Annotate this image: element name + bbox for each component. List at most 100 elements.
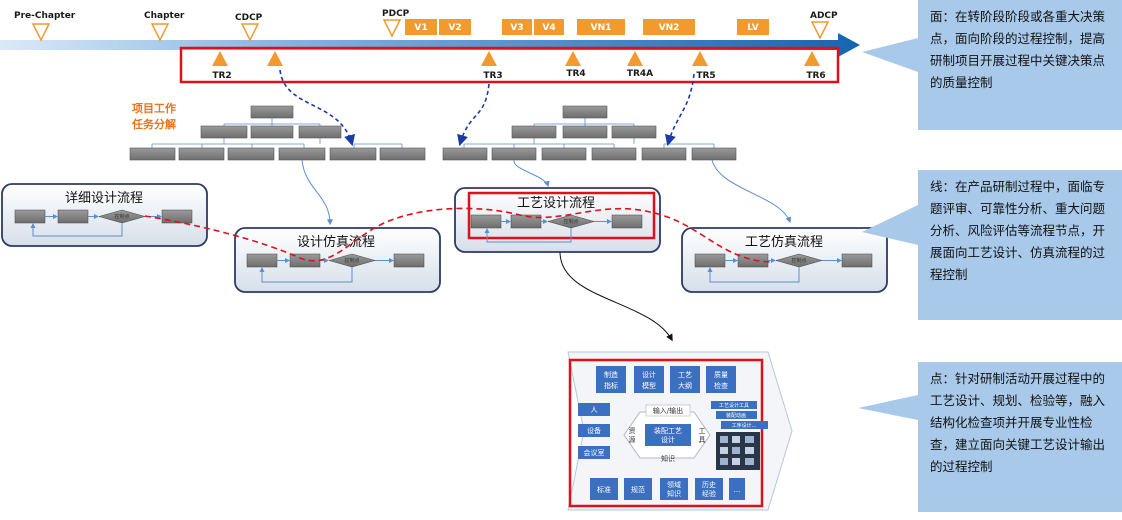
wbs-tree-right: [442, 105, 737, 161]
process-design-sim: 设计仿真流程 控制点: [234, 227, 441, 293]
control-point-label: 控制点: [344, 257, 359, 264]
tr-gate-tr4: TR4: [565, 51, 586, 79]
tr-gate-tr4a: TR4A: [627, 51, 653, 79]
detail-bottom-item: 规范: [624, 478, 652, 500]
cell-text: 检查: [714, 381, 728, 390]
callout-line-shape: [862, 170, 1122, 320]
process-craft-sim: 工艺仿真流程 控制点: [681, 227, 888, 293]
tr-gate-row: TR2 TR3 TR4 TR4A TR5 TR6: [179, 46, 840, 84]
cell-text: 质量: [714, 370, 728, 379]
process-title: 工艺设计流程: [517, 196, 595, 211]
detail-bottom-item: ...: [729, 478, 745, 500]
tr-gate-tr6: TR6: [804, 51, 826, 81]
milestone-pre-chapter: Pre-Chapter: [14, 11, 76, 42]
cell-text: 领域: [667, 480, 681, 489]
detail-right-col: 工艺设计工具 装配动画 工序设计...: [711, 401, 768, 470]
milestone-label: PDCP: [382, 9, 410, 19]
process-title: 设计仿真流程: [297, 235, 375, 250]
cell-text: 设计: [642, 370, 656, 379]
process-detail-design: 详细设计流程 控制点: [1, 183, 208, 247]
version-tag-v2: V2: [439, 19, 471, 35]
cell-text: 制造: [604, 370, 618, 379]
timeline: Pre-Chapter Chapter CDCP PDCP ADCP V1 V2…: [0, 9, 860, 57]
center-label: 设计: [661, 435, 675, 444]
cell-text: 设备: [587, 426, 601, 435]
version-tag-vn1: VN1: [577, 19, 625, 35]
knowledge-label: 知识: [661, 454, 675, 463]
control-point-label: 控制点: [563, 218, 578, 225]
detail-left-col: 人 设备 会议室: [578, 403, 610, 459]
cell-text: 大纲: [678, 381, 692, 390]
version-tag-lv: LV: [737, 19, 769, 35]
control-point-label: 控制点: [791, 257, 806, 264]
version-label: V1: [414, 23, 427, 33]
detail-bottom-item: 标准: [590, 478, 618, 500]
callout-point: 点：针对研制活动开展过程中的工艺设计、规划、检验等，融入结构化检查项并开展专业性…: [930, 371, 1106, 474]
tool-item: 工序设计...: [732, 422, 757, 429]
detail-left-item: 设备: [578, 424, 610, 437]
cell-text: 标准: [597, 485, 611, 494]
version-label: V3: [510, 23, 523, 33]
craft-design-highlight: [467, 191, 656, 240]
tr-gate-tr3: TR3: [481, 51, 503, 81]
version-label: V4: [542, 23, 555, 33]
version-tag-vn2: VN2: [643, 19, 695, 35]
callout-point-shape: [858, 362, 1122, 512]
zoom-arrow: [559, 251, 673, 342]
wbs-to-process-arrows: [301, 159, 792, 226]
version-tag-v1: V1: [405, 19, 437, 35]
tr-to-wbs-arrows: [279, 69, 695, 147]
detail-panel-highlight: [568, 358, 764, 508]
control-point-label: 控制点: [114, 213, 129, 220]
milestone-cdcp: CDCP: [235, 13, 263, 42]
milestone-chapter: Chapter: [144, 11, 185, 42]
detail-left-item: 会议室: [578, 446, 610, 459]
cell-text: 历史: [702, 480, 716, 489]
process-craft-design: 工艺设计流程 控制点: [454, 187, 661, 253]
detail-center: 输入/输出 资 源 装配工艺 设计 工 具 知识: [623, 404, 711, 463]
process-title: 工艺仿真流程: [745, 235, 823, 250]
milestone-adcp: ADCP: [810, 11, 838, 40]
cell-text: 知识: [667, 489, 681, 498]
tr-gate-tr5: TR5: [692, 51, 716, 81]
cell-text: 模型: [642, 381, 656, 390]
detail-left-item: 人: [578, 403, 610, 416]
version-label: V2: [448, 23, 461, 33]
wbs-tree-left: [129, 105, 426, 161]
callout-shapes: [858, 0, 1122, 512]
version-tag-v4: V4: [534, 19, 564, 35]
tr-gate-tr2: TR2: [212, 51, 232, 81]
version-label: VN2: [659, 23, 680, 33]
tool-label: 工: [699, 427, 706, 435]
tr-gate-label: TR4: [566, 69, 585, 79]
resource-label: 源: [629, 435, 636, 444]
tr-gate-label: TR3: [483, 71, 502, 81]
tr-gate-frame: [179, 46, 840, 84]
cell-text: 经验: [702, 489, 716, 498]
tool-item: 装配动画: [726, 412, 746, 419]
tr-gate-label: TR5: [696, 71, 715, 81]
milestone-label: Chapter: [144, 11, 185, 21]
cell-text: 人: [591, 406, 598, 414]
callout-line: 线：在产品研制过程中，面临专题评审、可靠性分析、重大问题分析、风险评估等流程节点…: [930, 179, 1106, 282]
tr-gate-label: TR6: [806, 71, 825, 81]
milestone-label: ADCP: [810, 11, 838, 21]
tr-gate-label: TR2: [212, 71, 231, 81]
callout-face: 面：在转阶段阶段或各重大决策点，面向阶段的过程控制，提高研制项目开展过程中关键决…: [930, 9, 1106, 90]
cell-text: 指标: [604, 381, 618, 390]
cell-text: ...: [734, 486, 741, 494]
tool-thumbnails: [716, 432, 760, 470]
version-label: LV: [747, 23, 758, 33]
version-tag-v3: V3: [502, 19, 532, 35]
wbs-title-line2: 任务分解: [131, 117, 176, 131]
wbs-title-line1: 项目工作: [132, 101, 176, 115]
